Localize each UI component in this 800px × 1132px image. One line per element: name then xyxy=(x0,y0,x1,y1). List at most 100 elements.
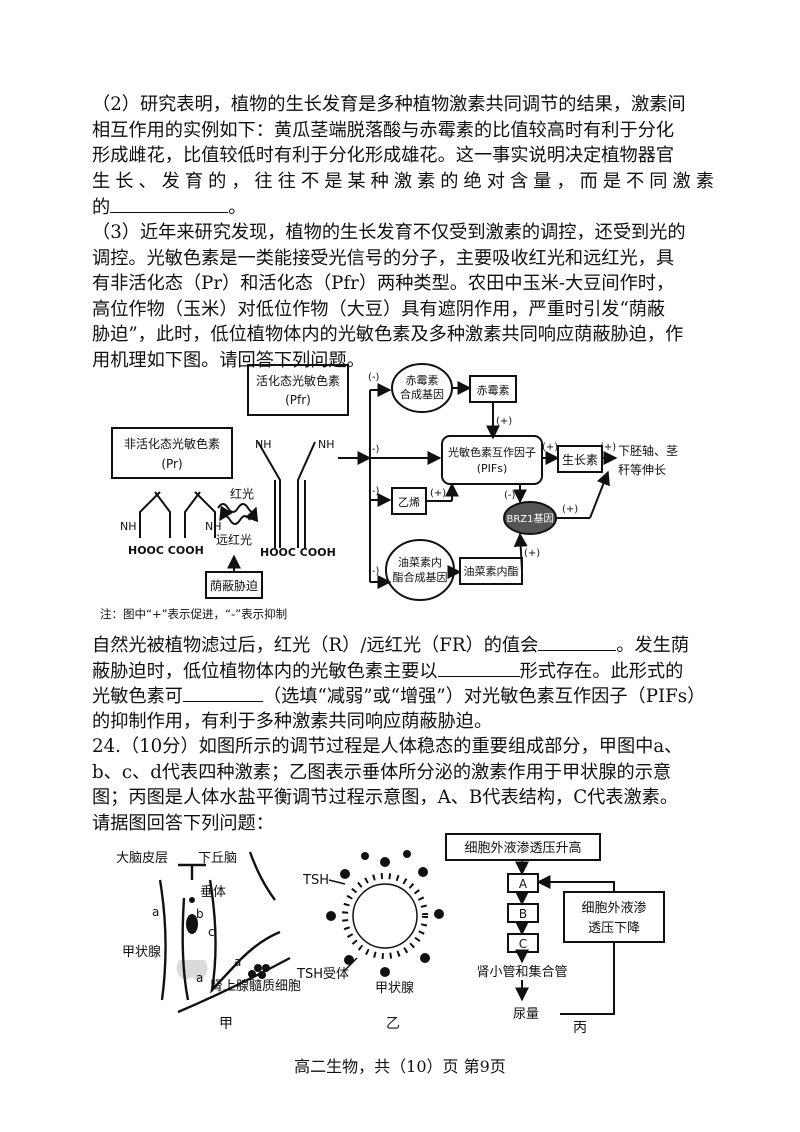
brz1-label: BRZ1基因 xyxy=(506,512,553,525)
inhibit-sign: (-) xyxy=(368,444,380,455)
shade-stress-label: 荫蔽胁迫 xyxy=(210,578,258,593)
adrenal-label: 肾上腺髓质细胞 xyxy=(210,979,301,994)
text-char: 育 xyxy=(184,170,204,192)
text-char: 的 xyxy=(440,170,459,192)
br-label: 油菜素内酯 xyxy=(464,564,519,578)
text-char: 的 xyxy=(208,170,227,192)
q24: 24.（10分）如图所示的调节过程是人体稳态的重要组成部分，甲图中a、 b、c、… xyxy=(92,734,714,836)
figure-bing: 细胞外液渗透压升高 A B C 细胞外液渗 透压下降 肾小管和集合管 尿量 丙 xyxy=(445,833,665,1036)
text-char: 种 xyxy=(370,170,389,192)
inactive-phytochrome-label: (Pr) xyxy=(161,457,182,471)
answer-blank[interactable] xyxy=(182,683,263,703)
q23-part3: （3）近年来研究发现，植物的生长发育不仅受到激素的调控，还受到光的 调控。光敏色… xyxy=(92,220,714,374)
nh-label: NH xyxy=(120,520,137,533)
text-fragment: 。发生荫 xyxy=(616,635,690,656)
auxin-label: 生长素 xyxy=(562,453,598,467)
osmotic-low-label: 透压下降 xyxy=(588,921,640,936)
text-fragment: 光敏色素可 xyxy=(92,686,183,708)
text-line: 的。 xyxy=(92,194,714,220)
tsh-receptor-label: TSH受体 xyxy=(296,967,349,982)
ga-gene-label: 合成基因 xyxy=(400,387,444,401)
text-line: 相互作用的实例如下：黄瓜茎端脱落酸与赤霉素的比值较高时有利于分化 xyxy=(92,119,675,141)
text-char: 素 xyxy=(417,170,436,192)
text-char: 激 xyxy=(672,170,691,192)
text-fragment: 蔽胁迫时，低位植物体内的光敏色素主要以 xyxy=(92,660,438,682)
effect-label: 下胚轴、茎 xyxy=(618,443,678,458)
text-line: 形成雌花，比值较低时有利于分化形成雄花。这一事实说明决定植物器官 xyxy=(92,145,675,167)
br-gene-label: 油菜素内 xyxy=(398,555,442,569)
text-line: 蔽胁迫时，低位植物体内的光敏色素主要以 形式存在。此形式的 xyxy=(92,658,714,684)
hypothalamus-label: 下丘脑 xyxy=(198,851,237,866)
answer-blank[interactable] xyxy=(538,632,617,651)
inhibit-sign: (-) xyxy=(504,490,516,501)
inhibit-sign: (-) xyxy=(368,566,380,577)
promote-sign: (+) xyxy=(496,416,512,427)
cooh-label: HOOC COOH xyxy=(128,544,204,557)
cooh-label: HOOC COOH xyxy=(260,546,336,559)
text-line: 高位作物（玉米）对低位作物（大豆）具有遮阴作用，严重时引发“荫蔽 xyxy=(92,298,666,320)
tsh-label: TSH xyxy=(302,873,329,888)
effect-label: 秆等伸长 xyxy=(618,463,666,477)
red-light-arrow xyxy=(217,503,259,523)
text-char: 对 xyxy=(486,170,505,192)
diagram-note: 注：图中“+”表示促进，“-”表示抑制 xyxy=(100,607,287,621)
text-fragment: 。 xyxy=(228,197,247,219)
text-char: 激 xyxy=(393,170,413,192)
text-char: 含 xyxy=(509,170,529,192)
figure-caption: 丙 xyxy=(573,1020,587,1036)
promote-sign: (+) xyxy=(430,488,446,499)
text-char: 往 xyxy=(277,170,296,192)
text-line: 24.（10分）如图所示的调节过程是人体稳态的重要组成部分，甲图中a、 xyxy=(92,736,683,757)
text-line: 光敏色素可（选填“减弱”或“增强”）对光敏色素互作因子（PIFs） xyxy=(92,683,714,709)
text-char: 绝 xyxy=(463,170,482,192)
structure-a-label: A xyxy=(519,877,528,891)
text-fragment: 的 xyxy=(92,197,111,219)
text-char: 长 xyxy=(115,170,134,192)
pifs-box xyxy=(441,435,543,485)
thyroid-label: 甲状腺 xyxy=(122,945,161,960)
text-char: 不 xyxy=(300,170,320,192)
text-fragment: 自然光被植物滤过后，红光（R）/远红光（FR）的值会 xyxy=(92,635,539,656)
hormone-a-label: a xyxy=(234,955,241,969)
phytochrome-diagram: 活化态光敏色素 (Pfr) 非活化态光敏色素 (Pr) NH NH NH NH … xyxy=(100,363,678,621)
text-char: 是 xyxy=(602,170,622,192)
promote-sign: (+) xyxy=(542,442,558,453)
answer-blank[interactable] xyxy=(110,194,229,214)
text-char: 不 xyxy=(626,170,645,192)
promote-sign: (+) xyxy=(524,548,540,559)
ga-label: 赤霉素 xyxy=(477,384,510,397)
page-footer: 高二生物，共（10）页 第9页 xyxy=(294,1057,506,1076)
text-line-justified: 生长、发育的，往往不是某种激素的绝对含量，而是不同激素 xyxy=(92,169,714,195)
answer-blank[interactable] xyxy=(437,658,520,677)
inactive-phytochrome-label: 非活化态光敏色素 xyxy=(124,436,220,451)
figure-caption: 甲 xyxy=(219,1016,233,1032)
text-char: 某 xyxy=(347,170,366,192)
text-line: 自然光被植物滤过后，红光（R）/远红光（FR）的值会 。发生荫 xyxy=(92,632,714,658)
q23-questions: 自然光被植物滤过后，红光（R）/远红光（FR）的值会 。发生荫 蔽胁迫时，低位植物… xyxy=(92,632,714,734)
text-line: 胁迫”，此时，低位植物体内的光敏色素及多种激素共同响应荫蔽胁迫，作 xyxy=(92,324,684,346)
text-char: 是 xyxy=(324,170,343,192)
tubule-label: 肾小管和集合管 xyxy=(476,964,567,980)
osmotic-high-label: 细胞外液渗透压升高 xyxy=(464,840,581,856)
text-char: 而 xyxy=(579,170,598,192)
text-line: b、c、d代表四种激素；乙图表示垂体所分泌的激素作用于甲状腺的示意 xyxy=(92,761,672,783)
text-fragment: 形式存在。此形式的 xyxy=(519,660,684,682)
text-char: 量 xyxy=(533,170,552,192)
structure-b-label: B xyxy=(519,907,527,921)
pfr-molecule xyxy=(257,441,316,548)
text-line: （3）近年来研究发现，植物的生长发育不仅受到激素的调控，还受到光的 xyxy=(92,222,686,243)
far-red-light-label: 远红光 xyxy=(216,532,252,547)
thyroid-label: 甲状腺 xyxy=(375,981,414,996)
text-char: 素 xyxy=(695,170,714,192)
promote-sign: (+) xyxy=(562,504,578,515)
osmotic-low-label: 细胞外液渗 xyxy=(581,901,646,916)
hormone-a-label: a xyxy=(196,971,203,985)
inhibit-sign: (-) xyxy=(368,372,380,383)
active-phytochrome-box xyxy=(247,364,349,416)
hormone-b-label: b xyxy=(196,907,204,921)
far-red-light-arrow xyxy=(219,505,251,525)
cortex-label: 大脑皮层 xyxy=(116,851,168,866)
text-line: 有非活化态（Pr）和活化态（Pfr）两种类型。农田中玉米-大豆间作时， xyxy=(92,273,675,295)
text-line: 调控。光敏色素是一类能接受光信号的分子，主要吸收红光和远红光，具 xyxy=(92,247,675,269)
